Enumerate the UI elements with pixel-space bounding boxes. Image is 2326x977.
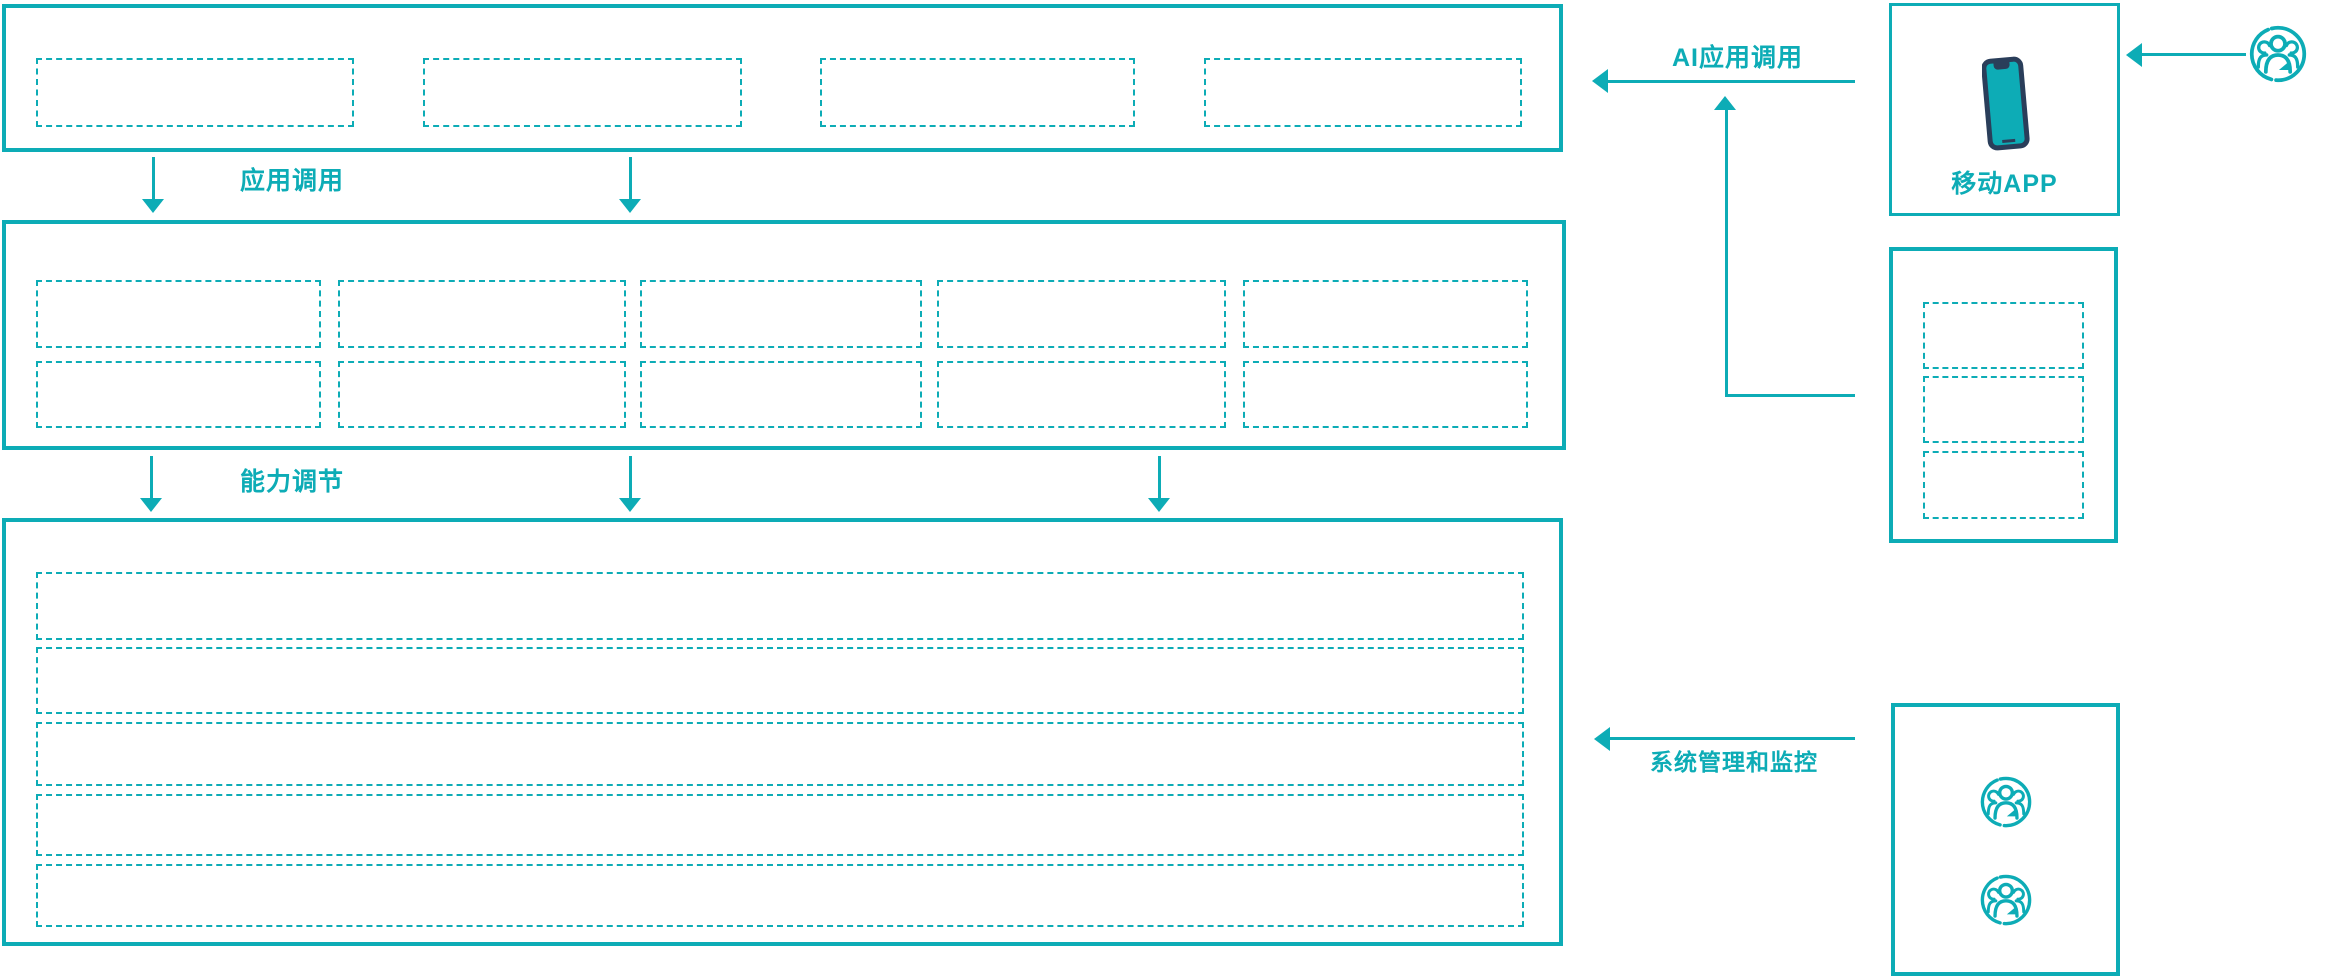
placeholder-box [338,361,626,428]
ai-app-call-label: AI应用调用 [1672,44,1804,72]
connector-line-horizontal [1725,394,1855,397]
top-layer-box [2,4,1563,152]
mobile-app-label: 移动APP [1951,170,2058,198]
down-arrow-head-icon [140,498,162,512]
placeholder-box [937,361,1226,428]
placeholder-box [1923,376,2084,443]
placeholder-box [1923,451,2084,519]
placeholder-box [338,280,626,348]
mobile-app-box: 移动APP [1889,3,2120,216]
left-arrow-head-icon [1592,69,1608,93]
bottom-layer-box [2,518,1563,946]
app-call-label: 应用调用 [240,167,345,195]
placeholder-box [423,58,742,127]
monitor-arrow-line [1610,737,1855,740]
system-monitor-label: 系统管理和监控 [1650,749,1818,775]
user-arrow-line [2142,53,2246,56]
placeholder-box [1243,280,1528,348]
users-group-icon [1980,874,2032,926]
placeholder-box [1243,361,1528,428]
up-arrow-head-icon [1714,96,1736,110]
down-arrow [629,456,632,498]
smartphone-icon [1982,56,2030,151]
placeholder-box [1923,302,2084,369]
left-arrow-head-icon [1594,727,1610,751]
capability-tuning-label: 能力调节 [240,468,345,496]
left-arrow-head-icon [2126,43,2142,67]
network-box [1889,247,2118,543]
placeholder-row [36,864,1524,927]
placeholder-box [820,58,1135,127]
placeholder-row [36,722,1524,786]
placeholder-box [36,280,321,348]
placeholder-box [640,361,922,428]
down-arrow-head-icon [619,199,641,213]
down-arrow-head-icon [1148,498,1170,512]
admin-box [1891,703,2120,976]
placeholder-row [36,647,1524,714]
down-arrow [1158,456,1161,498]
down-arrow-head-icon [142,199,164,213]
placeholder-box [937,280,1226,348]
middle-layer-box [2,220,1566,450]
users-group-icon [1980,776,2032,828]
placeholder-box [640,280,922,348]
placeholder-box [36,58,354,127]
down-arrow-head-icon [619,498,641,512]
placeholder-row [36,794,1524,856]
connector-line-vertical [1725,110,1728,396]
users-group-icon [2249,25,2307,83]
placeholder-row [36,572,1524,640]
down-arrow [150,456,153,498]
down-arrow [152,157,155,199]
ai-call-arrow-line [1608,80,1855,83]
placeholder-box [1204,58,1522,127]
placeholder-box [36,361,321,428]
down-arrow [629,157,632,199]
